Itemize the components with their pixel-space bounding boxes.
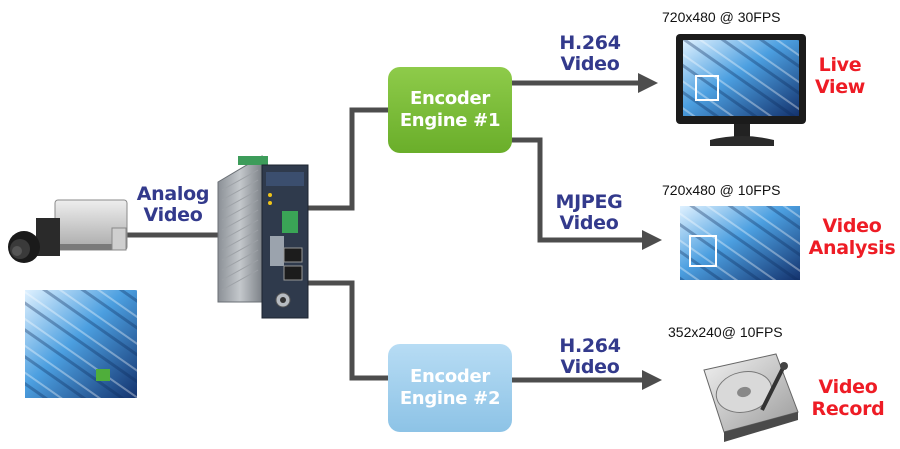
codec-label-stream-1: H.264 Video: [550, 33, 630, 75]
codec-3-line-1: H.264: [559, 335, 621, 357]
camera-icon: [8, 199, 128, 263]
output-3-line-1: Video: [818, 376, 878, 398]
output-label-video-record: Video Record: [806, 376, 890, 420]
arrow-heads: [638, 73, 662, 390]
codec-1-line-1: H.264: [559, 32, 621, 54]
arrow-head-icon: [642, 230, 662, 250]
resolution-label-stream-2: 720x480 @ 10FPS: [662, 182, 781, 198]
resolution-label-stream-3: 352x240@ 10FPS: [668, 324, 783, 340]
codec-label-stream-2: MJPEG Video: [546, 192, 632, 234]
source-video-image: [25, 290, 137, 398]
encoder-2-label-line-2: Engine #2: [399, 388, 501, 409]
image-frame-icon: [680, 206, 800, 280]
arrow-head-icon: [638, 73, 658, 93]
connector-encoder-1-to-analysis: [510, 137, 644, 243]
output-1-line-1: Live: [818, 54, 862, 76]
codec-label-stream-3: H.264 Video: [550, 336, 630, 378]
analog-label-line-1: Analog: [136, 183, 210, 205]
output-label-video-analysis: Video Analysis: [806, 215, 898, 259]
hard-drive-icon: [703, 353, 799, 442]
encoder-1-label-line-2: Engine #1: [399, 110, 501, 131]
arrow-head-icon: [642, 370, 662, 390]
encoder-1-label-line-1: Encoder: [409, 88, 491, 109]
analog-video-label: Analog Video: [132, 184, 214, 226]
video-encoder-device: [217, 155, 309, 319]
output-2-line-1: Video: [822, 215, 882, 237]
analog-label-line-2: Video: [143, 204, 203, 226]
output-3-line-2: Record: [811, 398, 885, 420]
codec-2-line-1: MJPEG: [555, 191, 623, 213]
codec-2-line-2: Video: [559, 212, 619, 234]
encoder-2-label-line-1: Encoder: [409, 366, 491, 387]
connector-lines: [118, 80, 644, 383]
connector-device-to-encoder-1: [306, 107, 392, 211]
output-2-line-2: Analysis: [808, 237, 896, 259]
output-1-line-2: View: [814, 76, 866, 98]
monitor-icon: [676, 34, 806, 146]
codec-3-line-2: Video: [560, 356, 620, 378]
resolution-label-stream-1: 720x480 @ 30FPS: [662, 9, 781, 25]
connector-device-to-encoder-2: [306, 280, 392, 381]
encoder-engine-1: Encoder Engine #1: [388, 67, 512, 153]
output-label-live-view: Live View: [812, 54, 868, 98]
codec-1-line-2: Video: [560, 53, 620, 75]
encoder-engine-2: Encoder Engine #2: [388, 344, 512, 432]
